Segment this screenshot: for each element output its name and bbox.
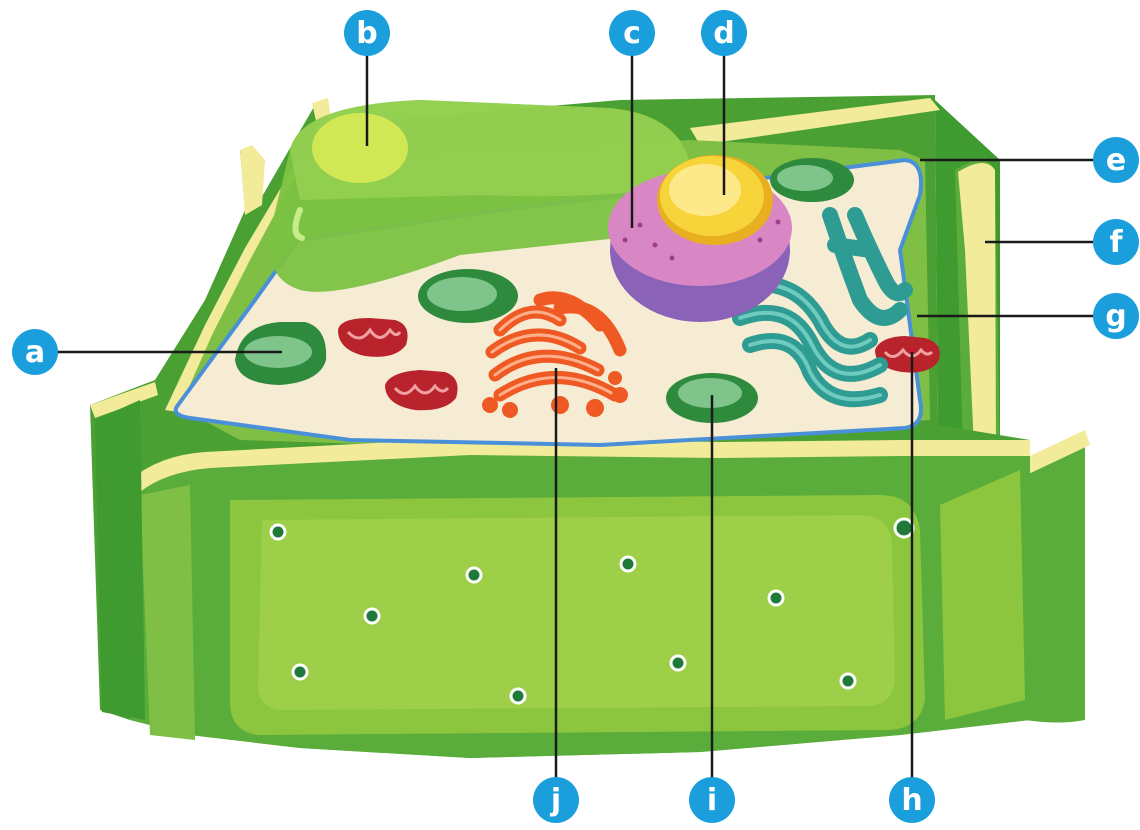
label-e: e	[1093, 137, 1139, 183]
svg-text:e: e	[1106, 143, 1126, 178]
svg-text:f: f	[1109, 225, 1123, 260]
label-h: h	[889, 777, 935, 823]
label-c: c	[609, 10, 655, 56]
svg-text:a: a	[25, 335, 45, 370]
label-i: i	[689, 777, 735, 823]
svg-text:h: h	[901, 783, 922, 818]
label-a: a	[12, 329, 58, 375]
svg-text:d: d	[713, 16, 734, 51]
label-j: j	[533, 777, 579, 823]
svg-text:i: i	[707, 783, 717, 818]
label-g: g	[1093, 293, 1139, 339]
chloroplast-upper-left	[418, 269, 518, 323]
label-d: d	[701, 10, 747, 56]
svg-text:g: g	[1105, 299, 1126, 334]
svg-text:c: c	[623, 16, 641, 51]
label-f: f	[1093, 219, 1139, 265]
label-b: b	[344, 10, 390, 56]
svg-text:j: j	[550, 783, 561, 818]
chloroplast-top-right	[770, 158, 854, 202]
svg-text:b: b	[356, 16, 377, 51]
